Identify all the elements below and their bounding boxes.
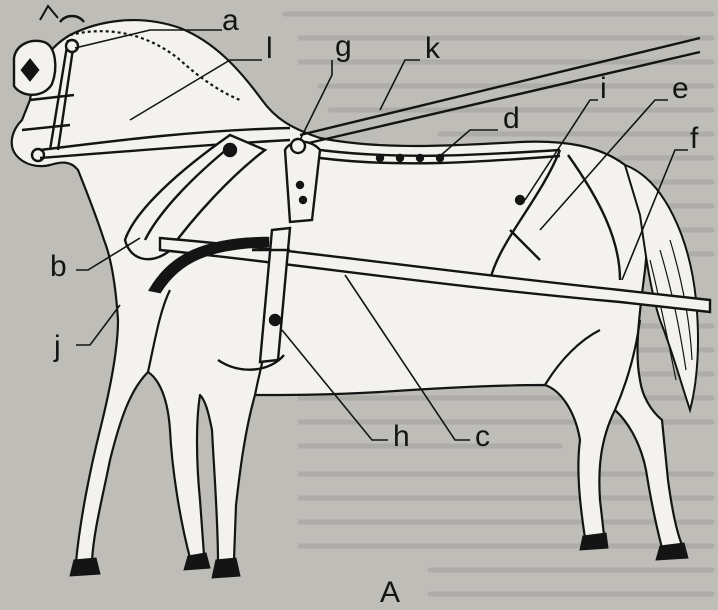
label-j: j (53, 330, 61, 363)
label-f: f (690, 122, 699, 155)
label-l: l (266, 32, 273, 65)
label-d: d (503, 102, 520, 135)
rein-k-lower (300, 52, 700, 145)
hoof (70, 558, 100, 576)
hooves (70, 533, 688, 578)
label-k: k (425, 32, 441, 65)
leader-j (76, 305, 120, 345)
label-e: e (672, 72, 689, 105)
label-b: b (50, 250, 67, 283)
hoof (580, 533, 608, 550)
label-c: c (475, 420, 490, 453)
figure-caption: A (380, 576, 400, 609)
label-g: g (335, 30, 352, 63)
rein-k (300, 38, 700, 135)
ear (40, 6, 58, 20)
label-i: i (600, 72, 607, 105)
hoof (212, 558, 240, 578)
leader-k (380, 60, 420, 110)
label-a: a (222, 4, 239, 37)
hoof (184, 553, 210, 570)
hoof (656, 543, 688, 560)
label-h: h (393, 420, 410, 453)
